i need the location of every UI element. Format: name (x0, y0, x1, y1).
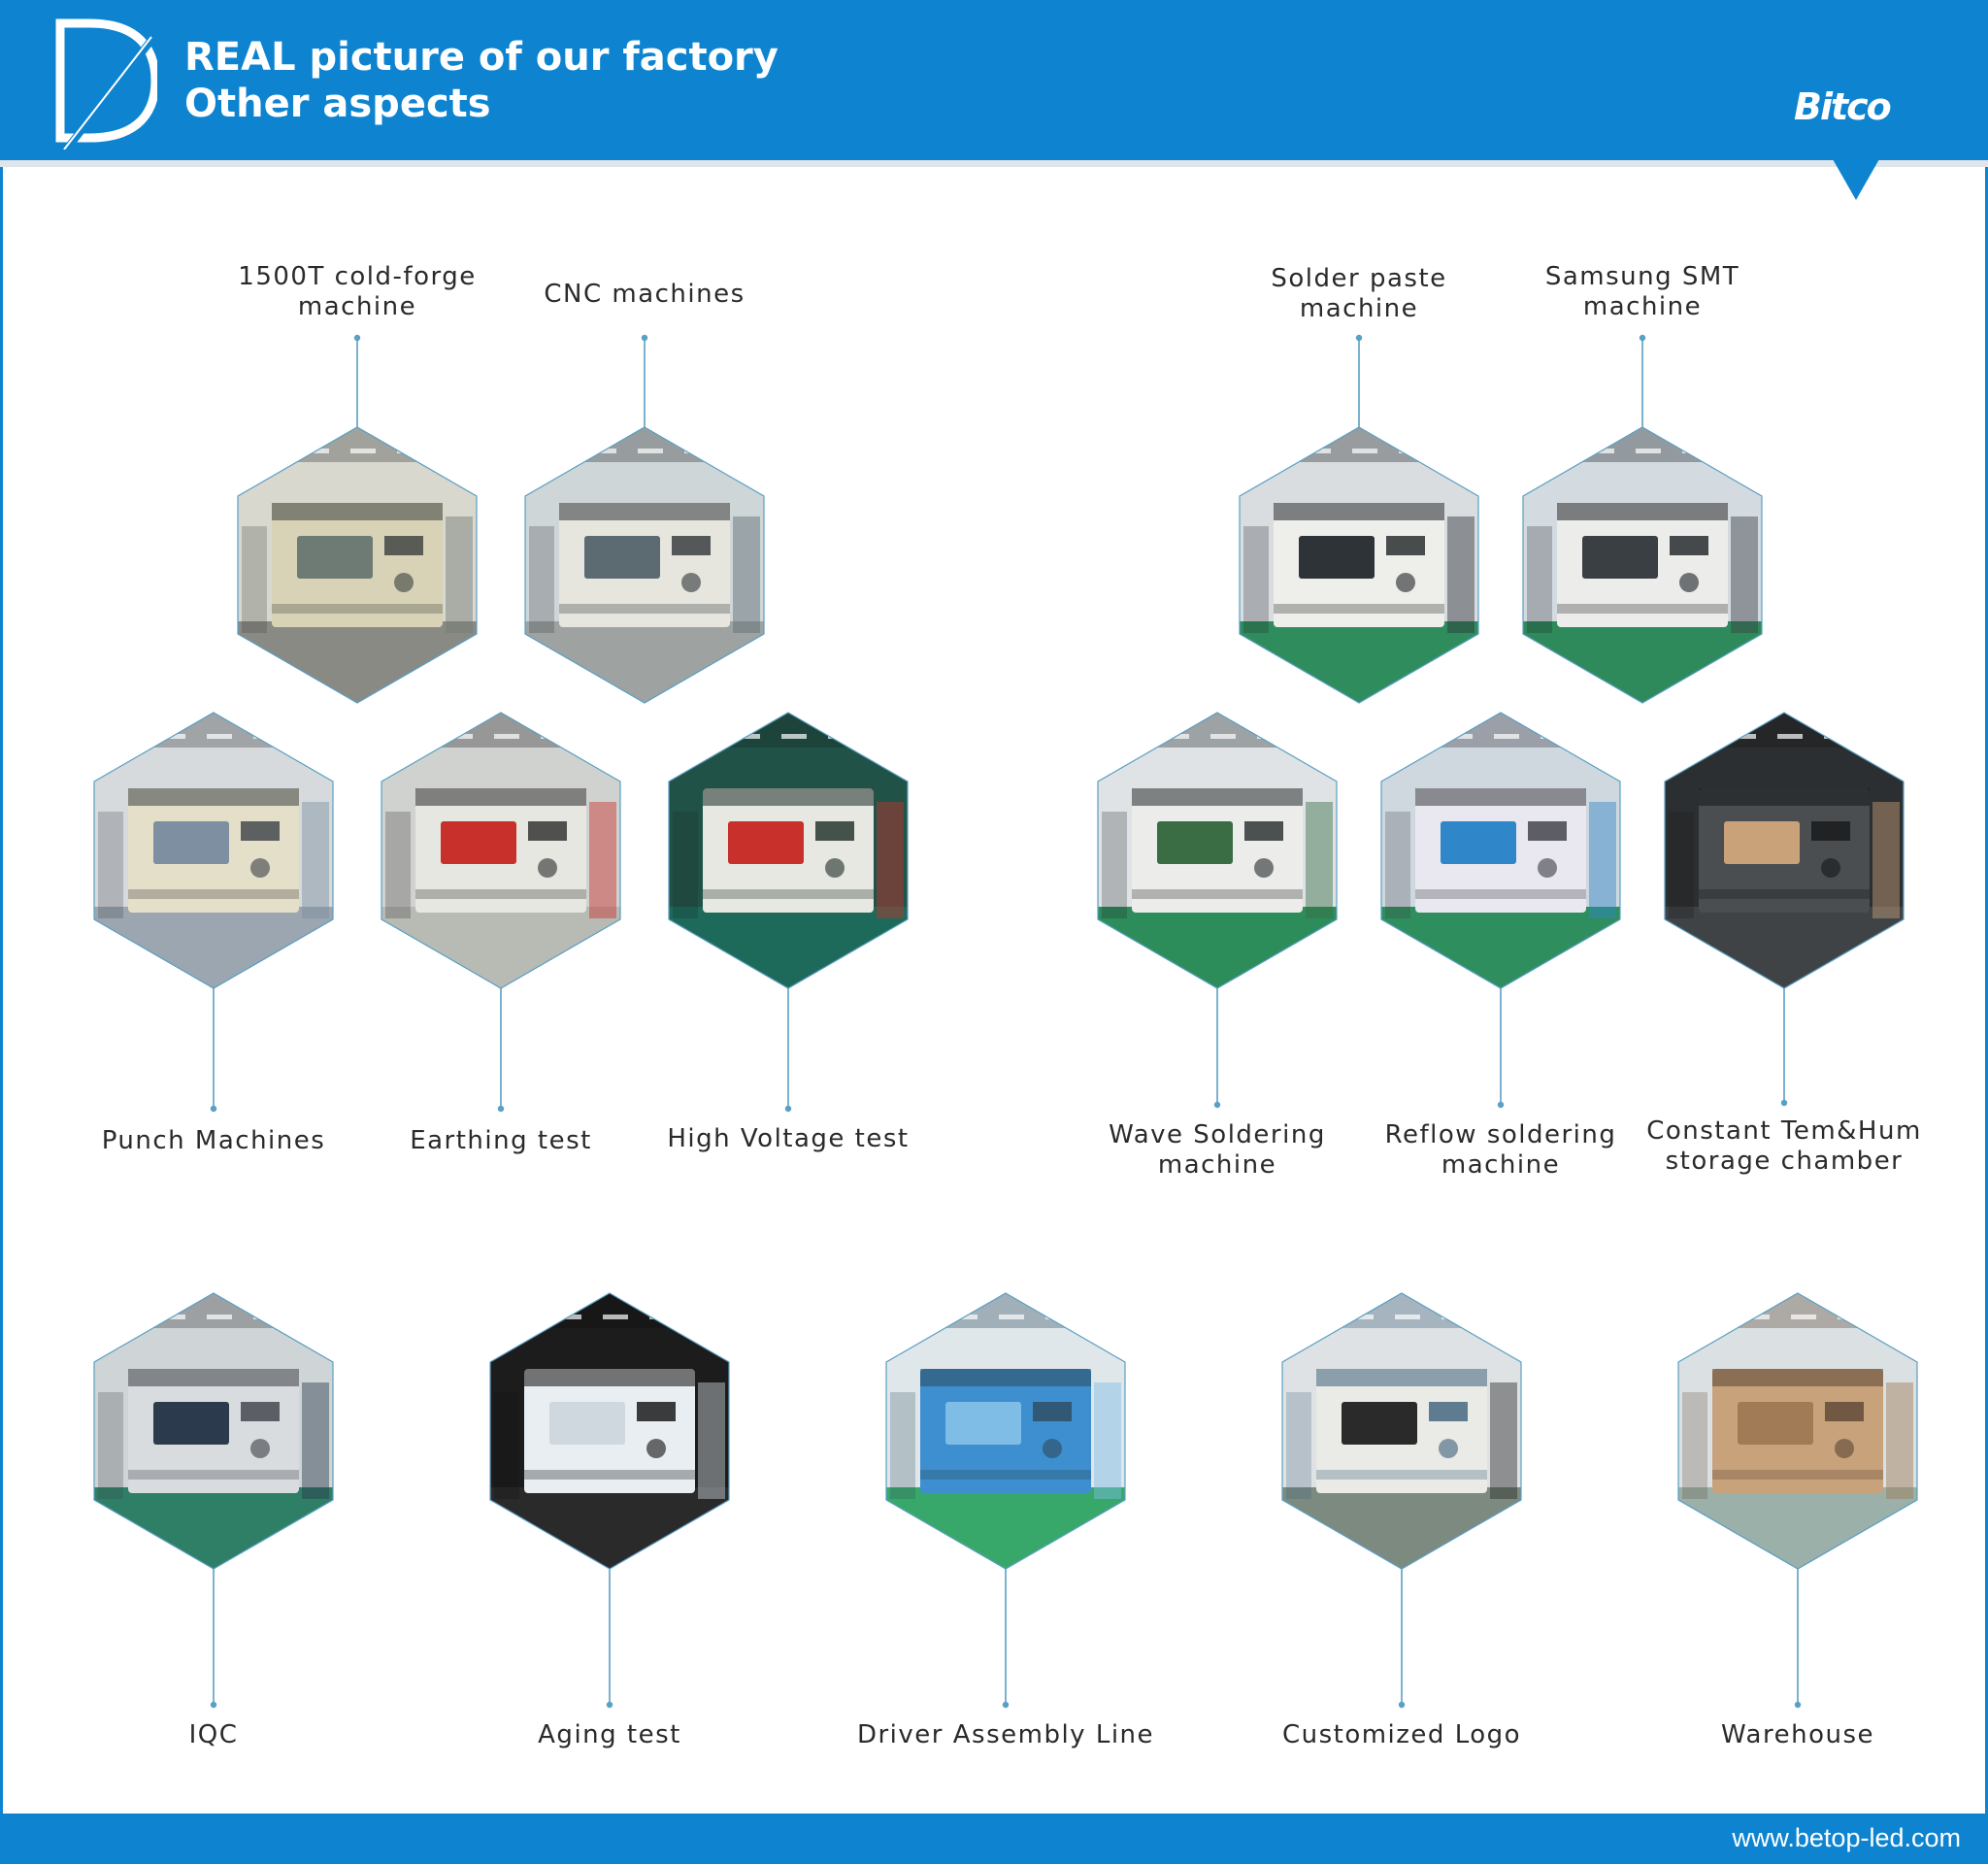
photo-wave-solder (1098, 713, 1337, 988)
photo-label-line: Samsung SMT (1544, 262, 1740, 291)
photo-label-line: machine (1157, 1150, 1277, 1180)
connector-dot (1355, 334, 1363, 342)
connector-dot (606, 1701, 613, 1709)
connector-dot (1398, 1701, 1406, 1709)
page-title-line2: Other aspects (184, 82, 491, 126)
photo-label: Warehouse (1721, 1720, 1874, 1750)
connector-dot (1002, 1701, 1010, 1709)
photo-label: Customized Logo (1282, 1720, 1521, 1750)
header-divider (0, 160, 1988, 167)
photo-label-line: Driver Assembly Line (856, 1720, 1155, 1749)
photo-label-line: storage chamber (1665, 1147, 1904, 1176)
photo-label-line: machine (297, 292, 417, 321)
brand-logo: Bitco (1794, 85, 1892, 128)
header-pointer-icon (1833, 159, 1879, 200)
connector-dot (641, 334, 648, 342)
photo-label-line: machine (1299, 294, 1419, 323)
connector-dot (1213, 1101, 1221, 1109)
connector-dot (1780, 1099, 1788, 1107)
connector-dot (353, 334, 361, 342)
connector-dot (1497, 1101, 1505, 1109)
photo-label-line: Solder paste (1271, 264, 1447, 293)
photo-label: Punch Machines (102, 1126, 326, 1156)
photo-label-line: CNC machines (544, 280, 746, 309)
photo-label: IQC (189, 1720, 239, 1750)
photo-label-line: Reflow soldering (1384, 1120, 1617, 1149)
left-border (0, 167, 3, 1814)
photo-label-line: 1500T cold-forge (238, 262, 477, 291)
photo-label-line: High Voltage test (667, 1124, 910, 1153)
connector-dot (210, 1701, 217, 1709)
photo-label-line: machine (1441, 1150, 1561, 1180)
connector-dot (784, 1105, 792, 1113)
photo-label-line: Aging test (538, 1720, 681, 1749)
photo-label-line: Punch Machines (101, 1126, 326, 1155)
photo-label: High Voltage test (667, 1124, 909, 1154)
photo-label-line: Wave Soldering (1109, 1120, 1326, 1149)
connector-dot (210, 1105, 217, 1113)
photo-reflow-oven (1381, 713, 1620, 988)
photo-punch-press (94, 713, 333, 988)
photo-label: CNC machines (544, 280, 745, 310)
photo-storage-cabinet (1665, 713, 1904, 988)
photo-label-line: IQC (188, 1720, 239, 1749)
connector-dot (497, 1105, 505, 1113)
d-logo-icon (55, 18, 157, 150)
photo-earthing-tester (381, 713, 620, 988)
header-bar: REAL picture of our factory Other aspect… (0, 0, 1988, 160)
right-border (1985, 167, 1988, 1814)
website-url[interactable]: www.betop-led.com (1732, 1823, 1961, 1852)
connector-dot (1794, 1701, 1802, 1709)
photo-label-line: Constant Tem&Hum (1646, 1116, 1922, 1146)
photo-label: Aging test (538, 1720, 681, 1750)
photo-label-line: Earthing test (410, 1126, 592, 1155)
photo-label: Earthing test (410, 1126, 592, 1156)
footer-bar: www.betop-led.com (0, 1814, 1988, 1864)
photo-label-line: Warehouse (1721, 1720, 1874, 1749)
page-title-line1: REAL picture of our factory (184, 35, 779, 80)
photo-label: Driver Assembly Line (857, 1720, 1154, 1750)
photo-label-line: Customized Logo (1281, 1720, 1522, 1749)
connector-dot (1639, 334, 1646, 342)
photo-label-line: machine (1582, 292, 1703, 321)
photo-hv-tester (669, 713, 908, 988)
